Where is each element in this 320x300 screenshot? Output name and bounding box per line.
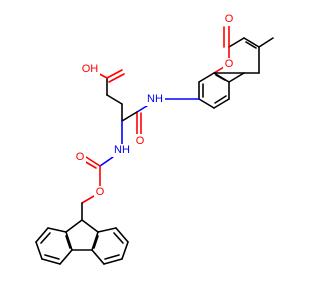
- bond-right-4: [103, 258, 123, 265]
- bond-carboxyl-o: [106, 69, 123, 79]
- bond-c4a-c4: [228, 72, 245, 83]
- bond-ester-o-ch2: [81, 195, 95, 204]
- bond-right-5: [91, 249, 105, 265]
- atom-ring-o-coumarin: O: [225, 58, 234, 70]
- bond-carbonyl-alpha: [121, 111, 138, 122]
- atom-carbamate-o: O: [76, 151, 85, 163]
- bond-right-6-double: [93, 235, 99, 249]
- bond-c9a-c4a: [65, 231, 73, 251]
- bond-nh-carbamate-c: [99, 156, 114, 167]
- bond-c4-methyl: [258, 37, 274, 48]
- bond-c2-c3: [228, 37, 245, 48]
- bond-right-1: [97, 227, 117, 233]
- bond-left-2: [35, 227, 49, 243]
- amide-linker: [136, 98, 200, 136]
- bond-right-4-double: [104, 254, 120, 260]
- atom-amide-nh: NH: [147, 93, 163, 105]
- bond-left-4-double: [44, 254, 60, 260]
- bond-c6-c5-double: [214, 95, 227, 104]
- atom-acid-oh: OH: [82, 63, 99, 75]
- bond-left-3: [35, 241, 43, 260]
- bond-beta-gamma: [106, 94, 123, 105]
- fluorene-ring-system: [35, 219, 129, 265]
- atom-carbonyl-o-coumarin: O: [225, 13, 234, 25]
- bond-carbamate-c-o: [85, 156, 101, 167]
- carbamate-group: [81, 156, 114, 221]
- bond-c6-c5: [213, 98, 230, 109]
- atom-labels: O O OH NH O NH O O: [74, 13, 235, 199]
- bond-c3-c4: [243, 37, 260, 48]
- atom-amide-o: O: [136, 135, 145, 147]
- bond-c3-c4-double: [245, 41, 257, 49]
- bond-right-2-double: [113, 232, 124, 244]
- bond-right-2: [115, 227, 129, 243]
- structure-canvas: O O OH NH O NH O O: [35, 13, 274, 265]
- bond-left-4: [41, 258, 61, 265]
- bond-c8a-c4b: [91, 231, 99, 251]
- bond-left-5: [59, 249, 73, 265]
- bond-left-2-double: [40, 232, 51, 244]
- bond-right-3: [121, 241, 129, 260]
- molecule-diagram: O O OH NH O NH O O: [35, 13, 274, 265]
- bond-carboxyl-o-double: [108, 73, 125, 83]
- bond-c9-c8a: [81, 219, 99, 233]
- atom-ester-o: O: [96, 186, 105, 198]
- bond-c9-c9a: [65, 219, 83, 233]
- bond-c4a-c8a-double: [215, 74, 226, 81]
- atom-carbamate-nh: NH: [114, 144, 130, 156]
- bond-c7-c6: [198, 98, 215, 109]
- bond-c8a-c8: [198, 72, 215, 83]
- coumarin-ring-system: [198, 24, 274, 109]
- bond-left-1: [47, 227, 67, 233]
- glutamate-backbone: [91, 69, 138, 147]
- bond-left-6-double: [65, 235, 71, 249]
